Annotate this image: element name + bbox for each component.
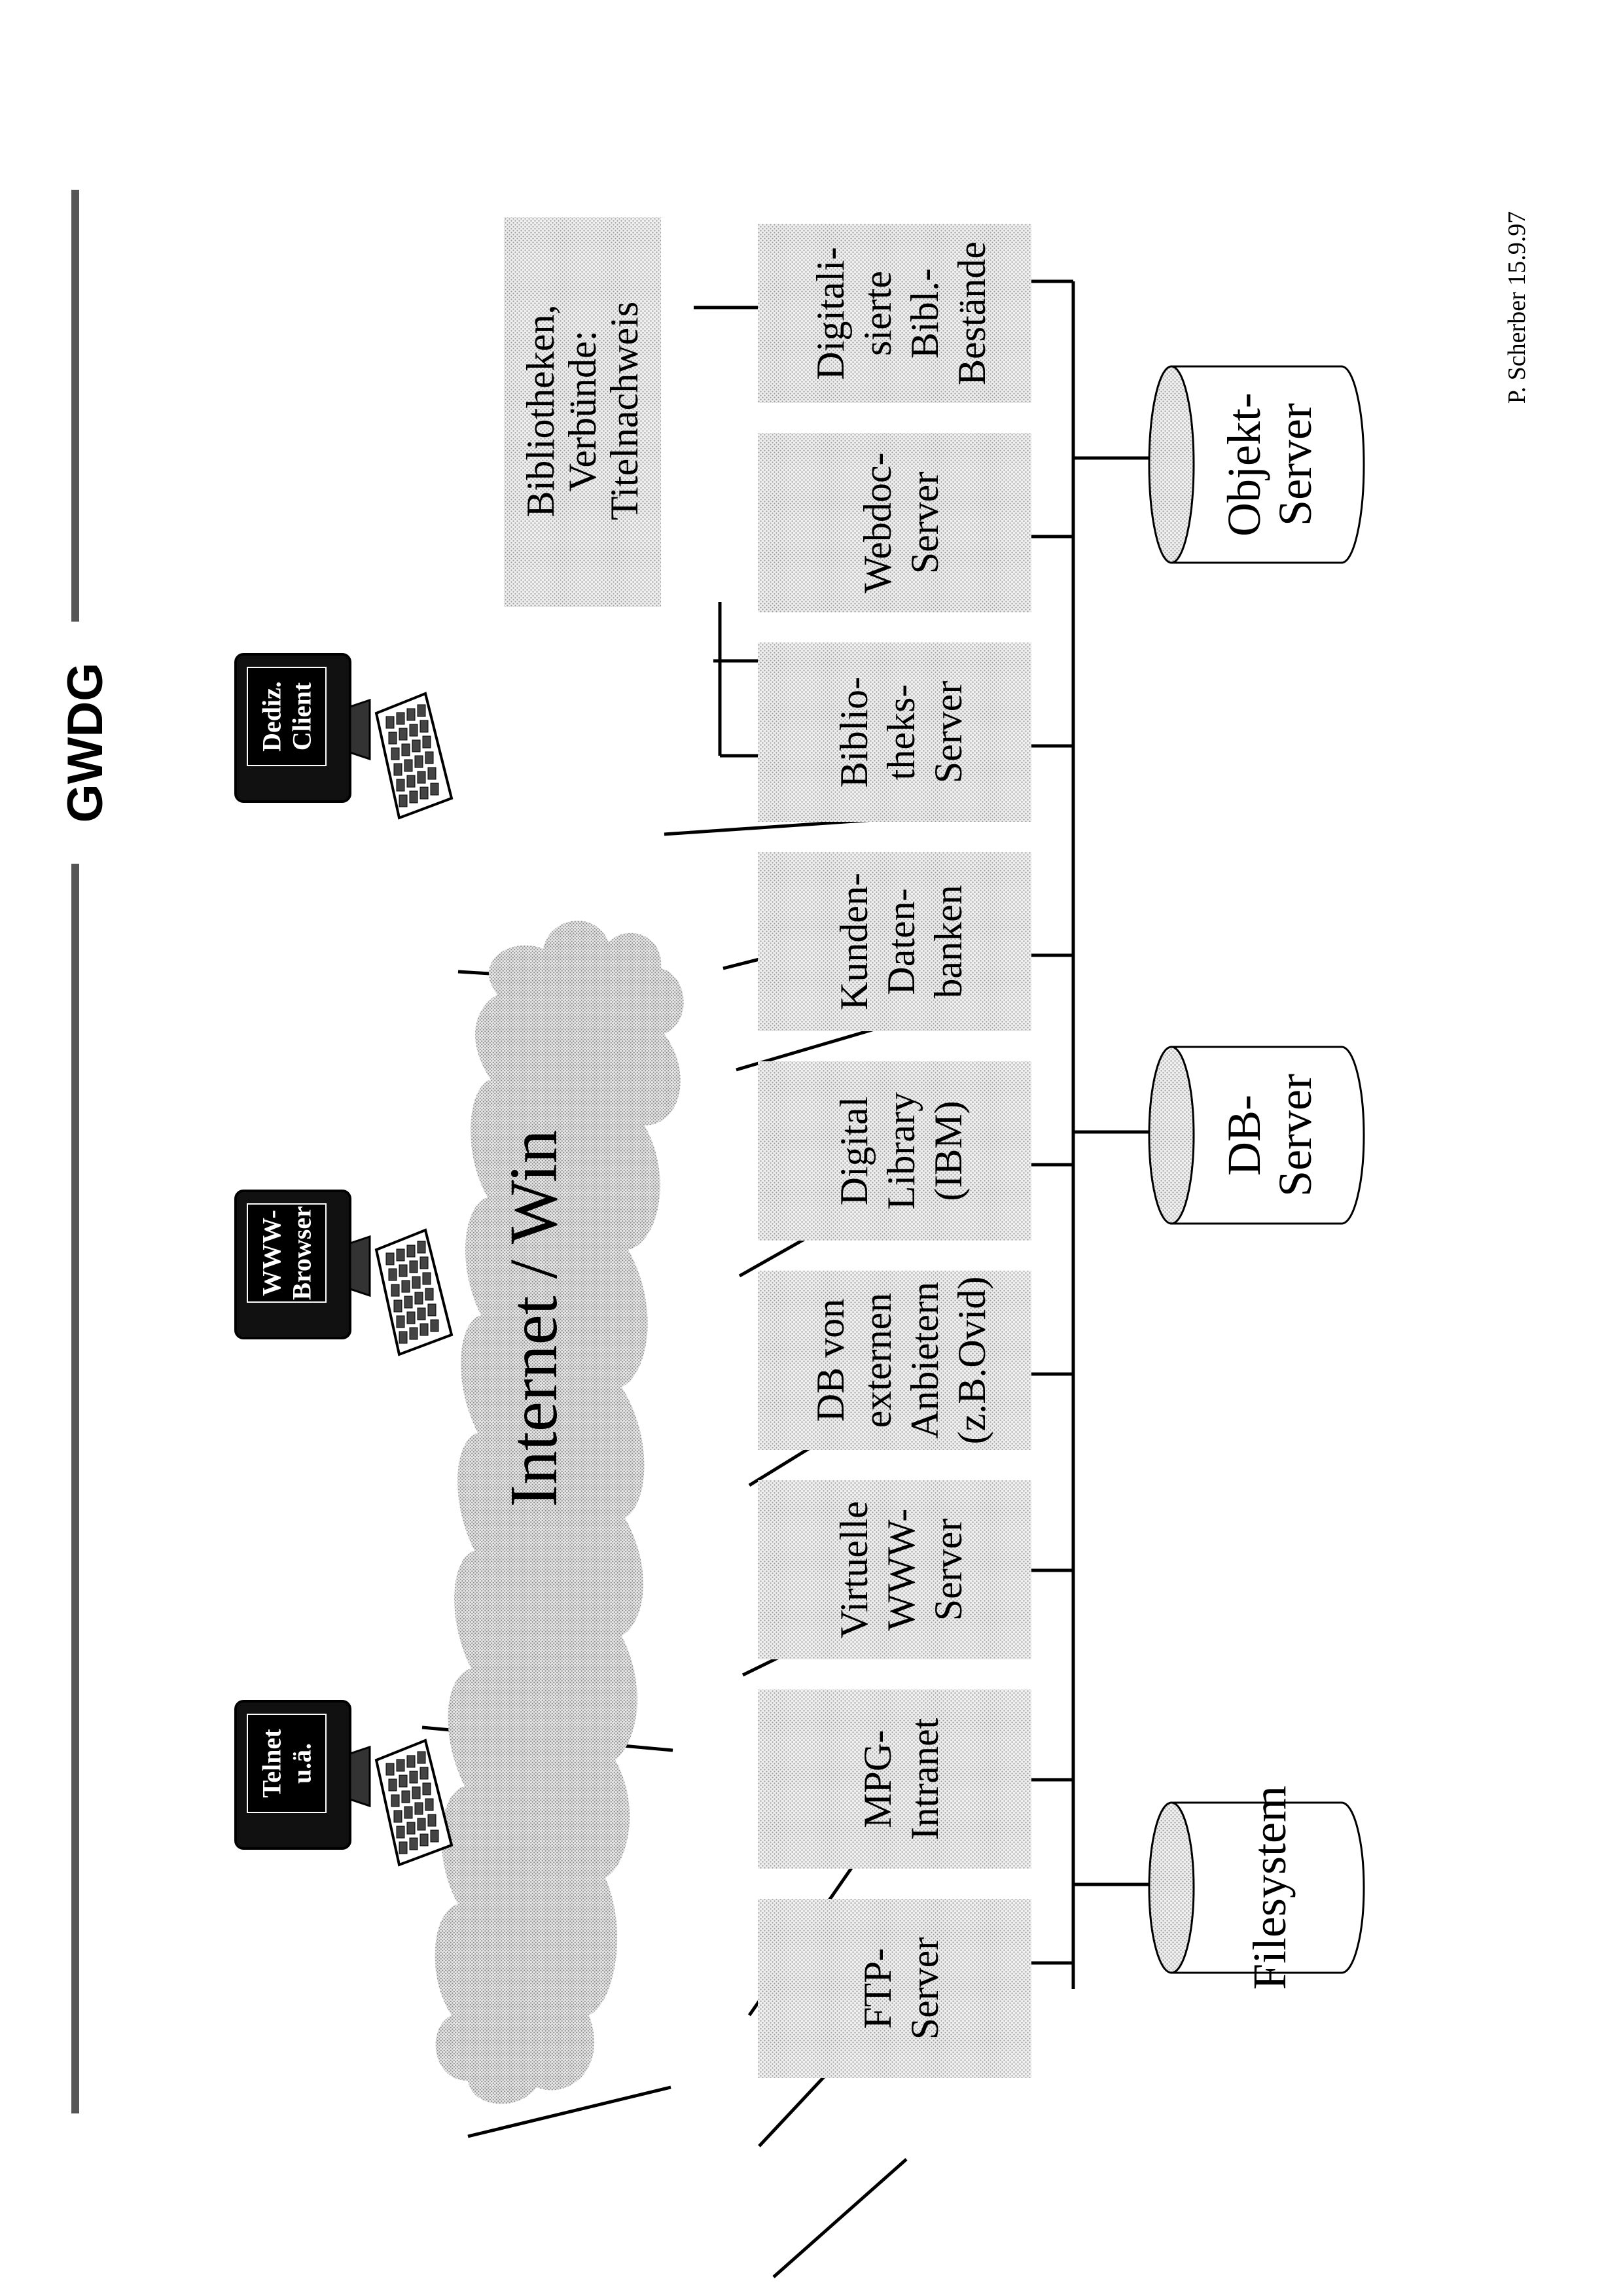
catalog-box-shape (504, 217, 661, 607)
bibliotheks-server-box: Biblio-theks-Server (758, 643, 1031, 822)
mpg-intranet-line: Intranet (903, 1718, 946, 1840)
internet-cloud: Internet / Win (435, 921, 684, 2104)
cylinder-body (1170, 1801, 1365, 1974)
dediz-client-line: Dediz. (257, 681, 287, 752)
page-title: GWDG (58, 663, 113, 823)
monitor-stand (349, 698, 371, 761)
server-box-shape (758, 1061, 1031, 1241)
telnet-line: Telnet (257, 1729, 287, 1798)
author-date: P. Scherber 15.9.97 (1503, 211, 1531, 404)
catalog-box: Bibliotheken,Verbünde:Titelnachweis (504, 217, 661, 607)
digitalisierte-bestaende-line: Bibl.- (903, 268, 946, 359)
virtuelle-www-server-line: Virtuelle (832, 1501, 876, 1638)
dediz-client-line: Client (287, 682, 317, 751)
bibliotheks-server-line: Biblio- (832, 677, 876, 788)
www-browser-line: Browser (287, 1206, 317, 1300)
kunden-datenbanken-box: Kunden-Daten-banken (758, 852, 1031, 1031)
kunden-datenbanken-line: Kunden- (832, 873, 876, 1010)
server-box-shape (758, 1689, 1031, 1869)
keyboard-shape (374, 1228, 454, 1356)
db-server-line: DB- (1218, 1095, 1270, 1176)
server-box-shape (758, 1899, 1031, 2078)
webdoc-server-line: Webdoc- (856, 452, 899, 593)
webdoc-server-box: Webdoc-Server (758, 433, 1031, 612)
bibliotheks-server-line: Server (927, 681, 970, 784)
virtuelle-www-server-line: Server (927, 1519, 970, 1621)
filesystem-line: Filesystem (1243, 1786, 1296, 1990)
db-externe-anbieter-line: DB von (809, 1299, 852, 1422)
monitor-screen (247, 667, 327, 766)
webdoc-server-line: Server (903, 472, 946, 574)
digital-library-line: Library (880, 1092, 923, 1210)
cylinder-cap (1148, 1801, 1195, 1974)
ftp-server-box: FTP-Server (758, 1899, 1031, 2078)
cylinder-cap (1148, 365, 1195, 564)
db-externe-anbieter-line: externen (856, 1293, 899, 1428)
digital-library-line: Digital (832, 1097, 876, 1206)
objekt-server-line: Server (1269, 403, 1321, 526)
virtuelle-www-server-line: WWW- (880, 1509, 923, 1631)
server-box-shape (758, 852, 1031, 1031)
monitor-screen (247, 1714, 327, 1813)
digital-library-line: (IBM) (927, 1101, 970, 1201)
objekt-server-cylinder: Objekt-Server (1148, 365, 1365, 564)
cloud-shape (435, 921, 684, 2104)
keyboard-shape (374, 1739, 454, 1867)
cylinder-body (1170, 365, 1365, 564)
mpg-intranet-box: MPG-Intranet (758, 1689, 1031, 1869)
db-externe-anbieter-line: Anbietern (903, 1282, 946, 1439)
server-box-shape (758, 1271, 1031, 1450)
cylinder-cap (1148, 1046, 1195, 1225)
digitalisierte-bestaende-line: sierte (856, 271, 899, 356)
server-box-shape (758, 1480, 1031, 1659)
ftp-server-line: Server (903, 1937, 946, 2040)
monitor-screen (247, 1203, 327, 1303)
digitalisierte-bestaende-line: Digitali- (809, 247, 852, 380)
filesystem-cylinder: Filesystem (1148, 1786, 1365, 1990)
bibliotheks-server-line: theks- (880, 684, 923, 781)
telnet-line: u.ä. (287, 1743, 317, 1784)
catalog-box-line: Verbünde: (561, 330, 604, 492)
db-server-cylinder: DB-Server (1148, 1046, 1365, 1225)
mpg-intranet-line: MPG- (856, 1730, 899, 1828)
server-box-shape (758, 433, 1031, 612)
cylinder-body (1170, 1046, 1365, 1225)
kunden-datenbanken-line: Daten- (880, 888, 923, 995)
monitor-stand (349, 1745, 371, 1808)
catalog-box-line: Titelnachweis (603, 302, 646, 520)
objekt-server-line: Objekt- (1218, 393, 1270, 537)
monitor-stand (349, 1235, 371, 1298)
cloud-label: Internet / Win (496, 1129, 571, 1507)
kunden-datenbanken-line: banken (927, 885, 970, 998)
digitalisierte-bestaende-line: Bestände (950, 241, 993, 385)
server-box-shape (758, 224, 1031, 403)
db-externe-anbieter-line: (z.B.Ovid) (950, 1277, 993, 1445)
db-server-line: Server (1269, 1074, 1321, 1197)
ftp-server-line: FTP- (856, 1948, 899, 2028)
server-box-shape (758, 643, 1031, 822)
www-browser-computer-icon: WWW-Browser (234, 1190, 454, 1356)
dediz-client-computer-icon: Dediz.Client (234, 653, 454, 820)
www-browser-line: WWW- (257, 1210, 287, 1296)
catalog-box-line: Bibliotheken, (519, 305, 562, 518)
keyboard-shape (374, 692, 454, 820)
